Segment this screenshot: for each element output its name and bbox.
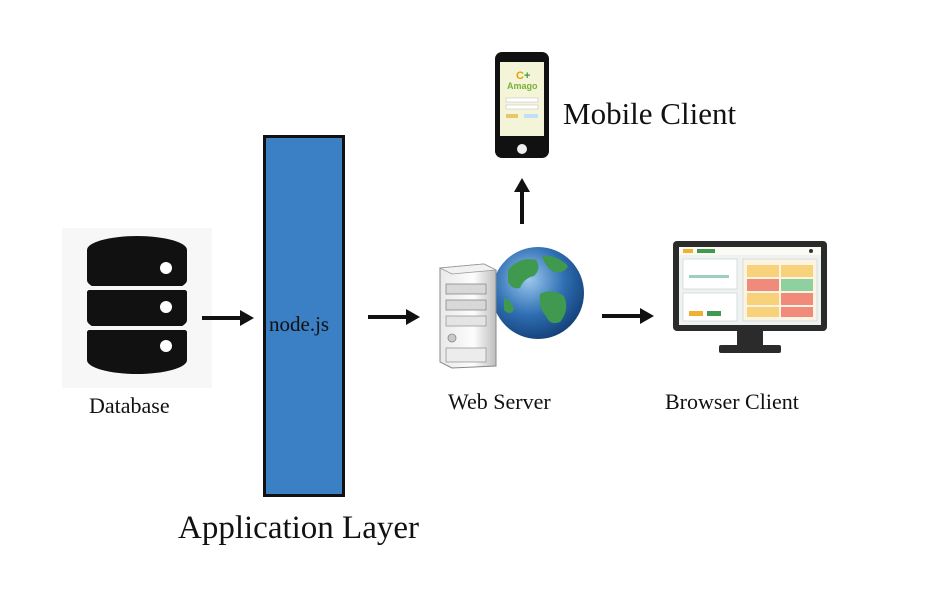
phone-home-button bbox=[517, 144, 527, 154]
phone-logo-text: Amago bbox=[507, 81, 538, 91]
application-layer-box bbox=[263, 135, 345, 497]
phone-screen: C + Amago bbox=[500, 62, 544, 136]
svg-text:C: C bbox=[516, 70, 524, 82]
database-label: Database bbox=[89, 393, 170, 418]
arrow-icon bbox=[202, 310, 254, 326]
mobile-phone-icon: C + Amago bbox=[495, 52, 549, 158]
globe-icon bbox=[492, 247, 584, 339]
browser-client-label: Browser Client bbox=[665, 389, 799, 414]
arrow-icon bbox=[602, 308, 654, 324]
app-layer-box-label: node.js bbox=[269, 312, 330, 336]
arrow-icon bbox=[368, 309, 420, 325]
web-server-label: Web Server bbox=[448, 389, 551, 414]
application-layer-caption: Application Layer bbox=[178, 510, 419, 546]
svg-text:+: + bbox=[524, 70, 530, 82]
database-icon bbox=[87, 236, 187, 374]
arrow-icon bbox=[514, 178, 530, 224]
monitor-icon bbox=[673, 241, 827, 353]
mobile-client-label: Mobile Client bbox=[563, 96, 737, 131]
server-icon bbox=[438, 263, 498, 369]
database-node bbox=[62, 228, 212, 388]
